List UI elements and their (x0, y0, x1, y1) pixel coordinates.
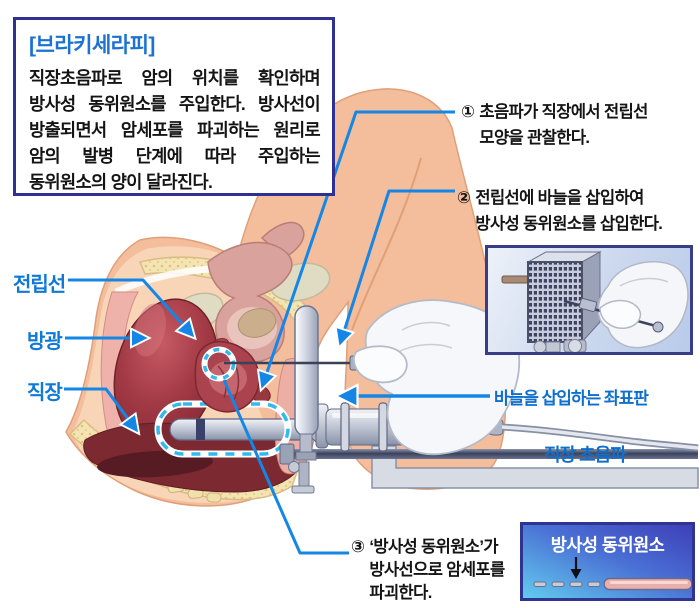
isotope-box: 방사성 동위원소 (520, 522, 695, 601)
leader-rectum (64, 387, 137, 431)
leader-step1 (262, 110, 455, 387)
inset-stand (533, 339, 587, 352)
label-template: 바늘을 삽입하는 좌표판 (494, 389, 649, 408)
step-2-line1: 전립선에 바늘을 삽입하여 (475, 189, 644, 207)
inset-plate-grid (527, 261, 583, 343)
step-2: ② 전립선에 바늘을 삽입하여 방사성 동위원소를 삽입한다. (457, 185, 663, 237)
leader-step2 (340, 189, 455, 344)
step-2-number: ② (457, 189, 471, 207)
info-box-line: 방출되면서 암세포를 파괴하는 원리로 (29, 120, 321, 140)
leader-lines (64, 110, 490, 555)
label-bladder: 방광 (27, 331, 63, 353)
info-box-line: 암의 발병 단계에 따라 주입하는 (29, 146, 321, 166)
isotope-seeds (533, 581, 601, 587)
label-rectum: 직장 (27, 382, 63, 404)
step-3-line3: 파괴한다. (369, 584, 432, 602)
step-1-line2: 모양을 관찰한다. (479, 129, 590, 147)
step-3: ③ ‘방사성 동위원소’가 방사선으로 암세포를 파괴한다. (351, 536, 505, 605)
stand-bracket (371, 445, 699, 489)
knee-crease (351, 157, 422, 331)
step-3-line1: ‘방사성 동위원소’가 (369, 538, 498, 556)
label-ultrasound: 직장 초음파 (544, 445, 627, 465)
support-rod (282, 449, 698, 459)
info-box-title: [브라키세라피] (29, 34, 155, 57)
step-3-line2: 방사선으로 암세포를 (369, 561, 505, 579)
isotope-needle-rod (603, 577, 692, 591)
inset-plate-side (581, 251, 601, 344)
step-1: ① 초음파가 직장에서 전립선 모양을 관찰한다. (461, 99, 648, 151)
info-box: [브라키세라피] 직장초음파로 암의 위치를 확인하며 방사성 동위원소를 주입… (13, 17, 335, 196)
template-closeup-inset (485, 245, 693, 355)
template-plate (288, 305, 319, 494)
isotope-box-title: 방사성 동위원소 (550, 535, 665, 555)
leader-step3 (222, 379, 349, 555)
template-closeup-art (501, 251, 689, 352)
genital-structure (207, 221, 305, 363)
info-box-line: 동위원소의 양이 달라진다. (29, 172, 213, 192)
step-1-line1: 초음파가 직장에서 전립선 (479, 103, 648, 121)
step-2-line2: 방사성 동위원소를 삽입한다. (475, 215, 663, 233)
info-box-line: 방사성 동위원소를 주입한다. 방사선이 (29, 94, 321, 114)
leader-prostate (68, 278, 193, 336)
gloved-hand (352, 299, 521, 456)
down-arrow-icon (570, 557, 582, 579)
inset-thumb (599, 299, 642, 329)
label-prostate: 전립선 (13, 274, 66, 296)
step-3-number: ③ (351, 538, 365, 556)
isotope-art (533, 557, 692, 591)
info-box-line: 직장초음파로 암의 위치를 확인하며 (29, 68, 321, 88)
inset-rod (501, 275, 529, 284)
step-1-number: ① (461, 103, 475, 121)
